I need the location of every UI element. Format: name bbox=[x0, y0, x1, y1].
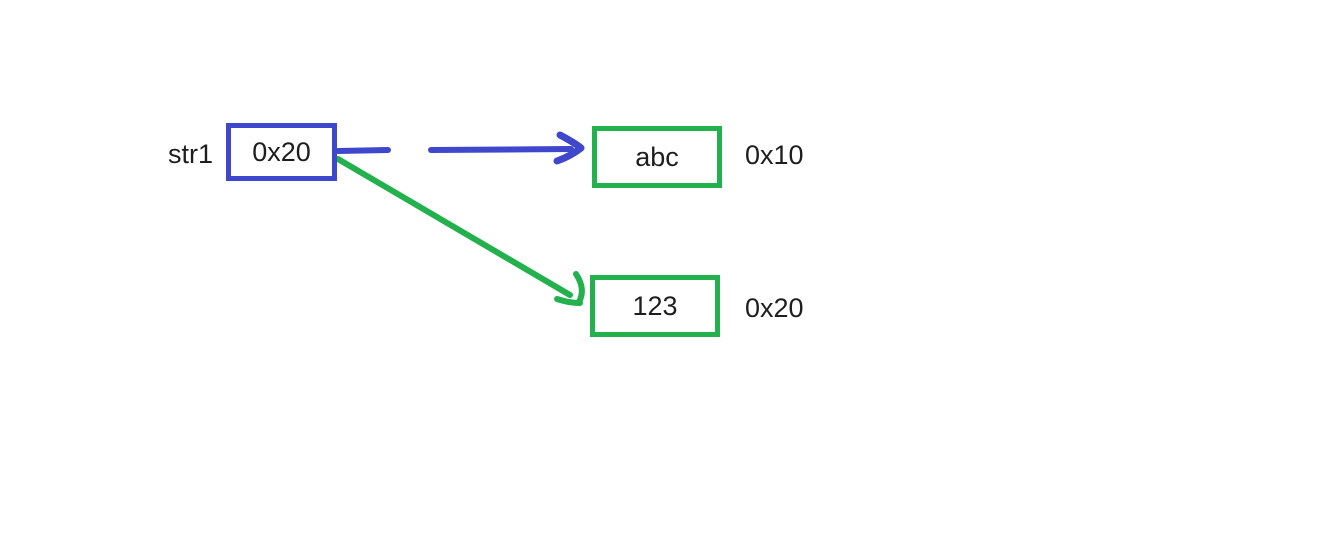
address-label-abc: 0x10 bbox=[745, 140, 804, 170]
green-arrowhead-icon bbox=[554, 271, 585, 306]
pointer-value-box: 0x20 bbox=[226, 123, 337, 181]
green-arrow bbox=[335, 156, 585, 306]
target-box-abc: abc bbox=[592, 126, 722, 188]
blue-arrowhead-icon bbox=[553, 131, 585, 165]
target-box-123: 123 bbox=[590, 275, 720, 337]
pointer-variable-label: str1 bbox=[168, 139, 214, 169]
blue-arrow bbox=[335, 131, 585, 165]
blue-arrow-shaft bbox=[428, 146, 574, 153]
blue-arrow-dash-segment bbox=[335, 147, 391, 154]
target-value-abc: abc bbox=[635, 141, 679, 172]
target-value-123: 123 bbox=[632, 290, 678, 321]
green-arrow-shaft bbox=[335, 156, 573, 298]
pointer-value: 0x20 bbox=[252, 136, 311, 167]
address-label-123: 0x20 bbox=[745, 293, 804, 323]
